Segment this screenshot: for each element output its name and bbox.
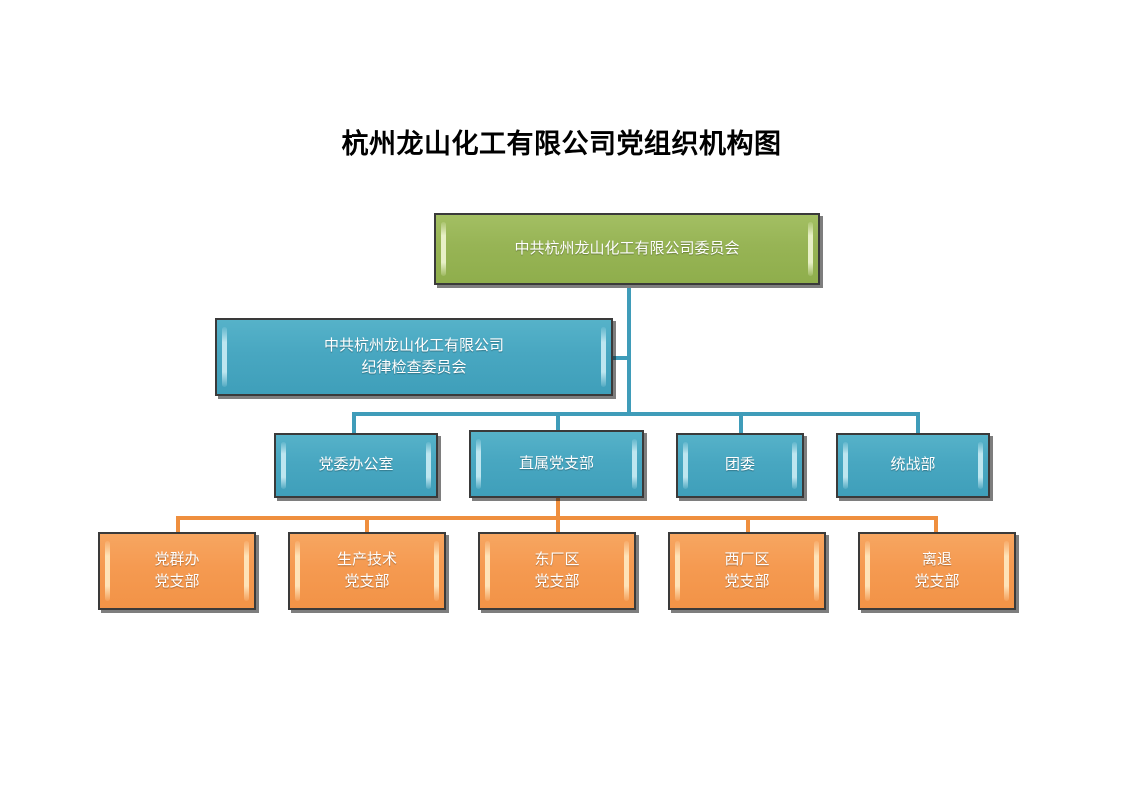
node-branch-retired-line1: 离退 [921,551,952,568]
connector-drop-direct-branch [556,412,560,432]
node-branch-dangqunban[interactable]: 党群办 党支部 [98,532,256,610]
node-branch-east[interactable]: 东厂区 党支部 [478,532,636,610]
connector-drop-east [556,516,560,534]
connector-discipline-stub [612,356,631,360]
node-branch-production-line2: 党支部 [344,574,390,590]
node-party-committee[interactable]: 中共杭州龙山化工有限公司委员会 [434,213,820,285]
connector-drop-production [365,516,369,534]
node-united-front-label: 统战部 [890,457,936,474]
node-branch-retired[interactable]: 离退 党支部 [858,532,1016,610]
connector-drop-youth-league [739,412,743,435]
node-branch-production-line1: 生产技术 [336,551,397,568]
node-discipline-commission-line1: 中共杭州龙山化工有限公司 [323,337,504,354]
node-branch-west-line2: 党支部 [724,574,770,590]
connector-trunk-vertical [627,288,631,416]
connector-drop-retired [934,516,938,534]
node-discipline-commission-line2: 纪律检查委员会 [361,360,467,376]
connector-drop-west [746,516,750,534]
node-branch-dangqunban-line2: 党支部 [154,574,200,590]
node-party-office-label: 党委办公室 [318,457,394,474]
connector-level2-bar [352,412,920,416]
connector-branch-vertical [556,496,560,520]
connector-drop-office [352,412,356,435]
node-branch-east-line2: 党支部 [534,574,580,590]
connector-drop-dangqunban [176,516,180,534]
node-branch-retired-line2: 党支部 [914,574,960,590]
node-party-office[interactable]: 党委办公室 [274,433,438,498]
node-direct-branch-label: 直属党支部 [518,455,594,472]
node-united-front[interactable]: 统战部 [836,433,990,498]
node-branch-east-line1: 东厂区 [534,551,580,568]
node-branch-dangqunban-line1: 党群办 [154,551,200,568]
node-direct-branch[interactable]: 直属党支部 [469,430,644,498]
node-discipline-commission[interactable]: 中共杭州龙山化工有限公司 纪律检查委员会 [215,318,613,396]
connector-drop-united-front [916,412,920,435]
node-youth-league[interactable]: 团委 [676,433,804,498]
node-branch-production[interactable]: 生产技术 党支部 [288,532,446,610]
node-youth-league-label: 团委 [724,457,755,474]
node-branch-west[interactable]: 西厂区 党支部 [668,532,826,610]
page-title: 杭州龙山化工有限公司党组织机构图 [341,129,782,159]
node-party-committee-line1: 中共杭州龙山化工有限公司委员会 [514,240,740,257]
node-branch-west-line1: 西厂区 [724,551,770,568]
